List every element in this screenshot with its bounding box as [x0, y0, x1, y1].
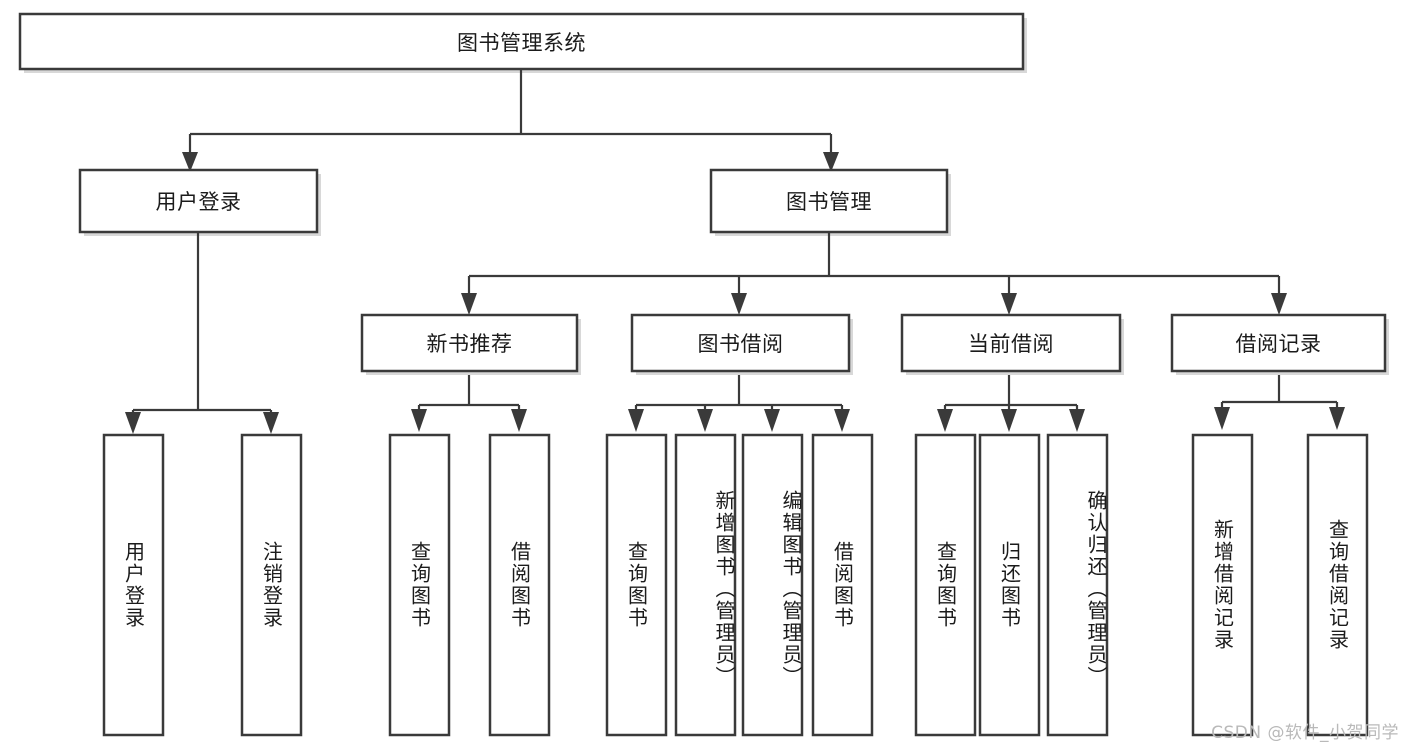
- arrow-leaf-query-book-borrow: [628, 409, 644, 432]
- box-leaf-borrow-book-rec[interactable]: [488, 433, 551, 737]
- box-current-borrow[interactable]: [900, 313, 1122, 373]
- connector-user-login-bus: [131, 232, 273, 416]
- arrow-leaf-borrow-book-rec: [511, 409, 527, 432]
- arrow-leaf-logout: [263, 412, 279, 434]
- arrow-leaf-borrow-book: [834, 409, 850, 432]
- connector-current-borrow-bus: [943, 375, 1079, 412]
- box-leaf-confirm-return[interactable]: [1046, 433, 1109, 737]
- box-borrow-record[interactable]: [1170, 313, 1387, 373]
- arrow-leaf-confirm-return: [1069, 409, 1085, 432]
- connector-new-book-rec-bus: [417, 375, 521, 412]
- arrow-leaf-query-record: [1329, 407, 1345, 430]
- box-leaf-query-record[interactable]: [1306, 433, 1369, 737]
- node-boxes: [18, 12, 1387, 737]
- box-new-book-rec[interactable]: [360, 313, 579, 373]
- arrow-leaf-query-book-rec: [411, 409, 427, 432]
- box-root[interactable]: [18, 12, 1025, 71]
- box-leaf-query-book-cur[interactable]: [914, 433, 977, 737]
- box-leaf-edit-book[interactable]: [741, 433, 804, 737]
- arrow-leaf-add-book: [697, 409, 713, 432]
- arrow-leaf-add-record: [1214, 407, 1230, 430]
- box-book-borrow[interactable]: [630, 313, 851, 373]
- connector-book-manage-bus: [467, 232, 1281, 296]
- arrow-leaf-user-login: [125, 412, 141, 434]
- box-book-manage[interactable]: [709, 168, 949, 234]
- box-leaf-return-book[interactable]: [978, 433, 1041, 737]
- connectors: [125, 70, 1345, 434]
- arrow-to-new-book-rec: [461, 293, 477, 315]
- box-leaf-user-login[interactable]: [102, 433, 165, 737]
- box-leaf-logout[interactable]: [240, 433, 303, 737]
- arrow-to-user-login: [182, 152, 198, 172]
- box-user-login[interactable]: [78, 168, 319, 234]
- connector-book-borrow-bus: [634, 375, 844, 412]
- arrow-leaf-return-book: [1001, 409, 1017, 432]
- arrow-to-current-borrow: [1001, 293, 1017, 315]
- arrow-to-borrow-record: [1271, 293, 1287, 315]
- connector-root-to-level2: [188, 70, 833, 155]
- arrow-to-book-manage: [823, 152, 839, 172]
- arrow-to-book-borrow: [731, 293, 747, 315]
- arrow-leaf-query-book-cur: [937, 409, 953, 432]
- box-leaf-query-book-borrow[interactable]: [605, 433, 668, 737]
- connector-borrow-record-bus: [1220, 375, 1339, 410]
- box-leaf-borrow-book[interactable]: [811, 433, 874, 737]
- arrow-leaf-edit-book: [764, 409, 780, 432]
- box-leaf-add-record[interactable]: [1191, 433, 1254, 737]
- box-leaf-add-book[interactable]: [674, 433, 737, 737]
- box-leaf-query-book-rec[interactable]: [388, 433, 451, 737]
